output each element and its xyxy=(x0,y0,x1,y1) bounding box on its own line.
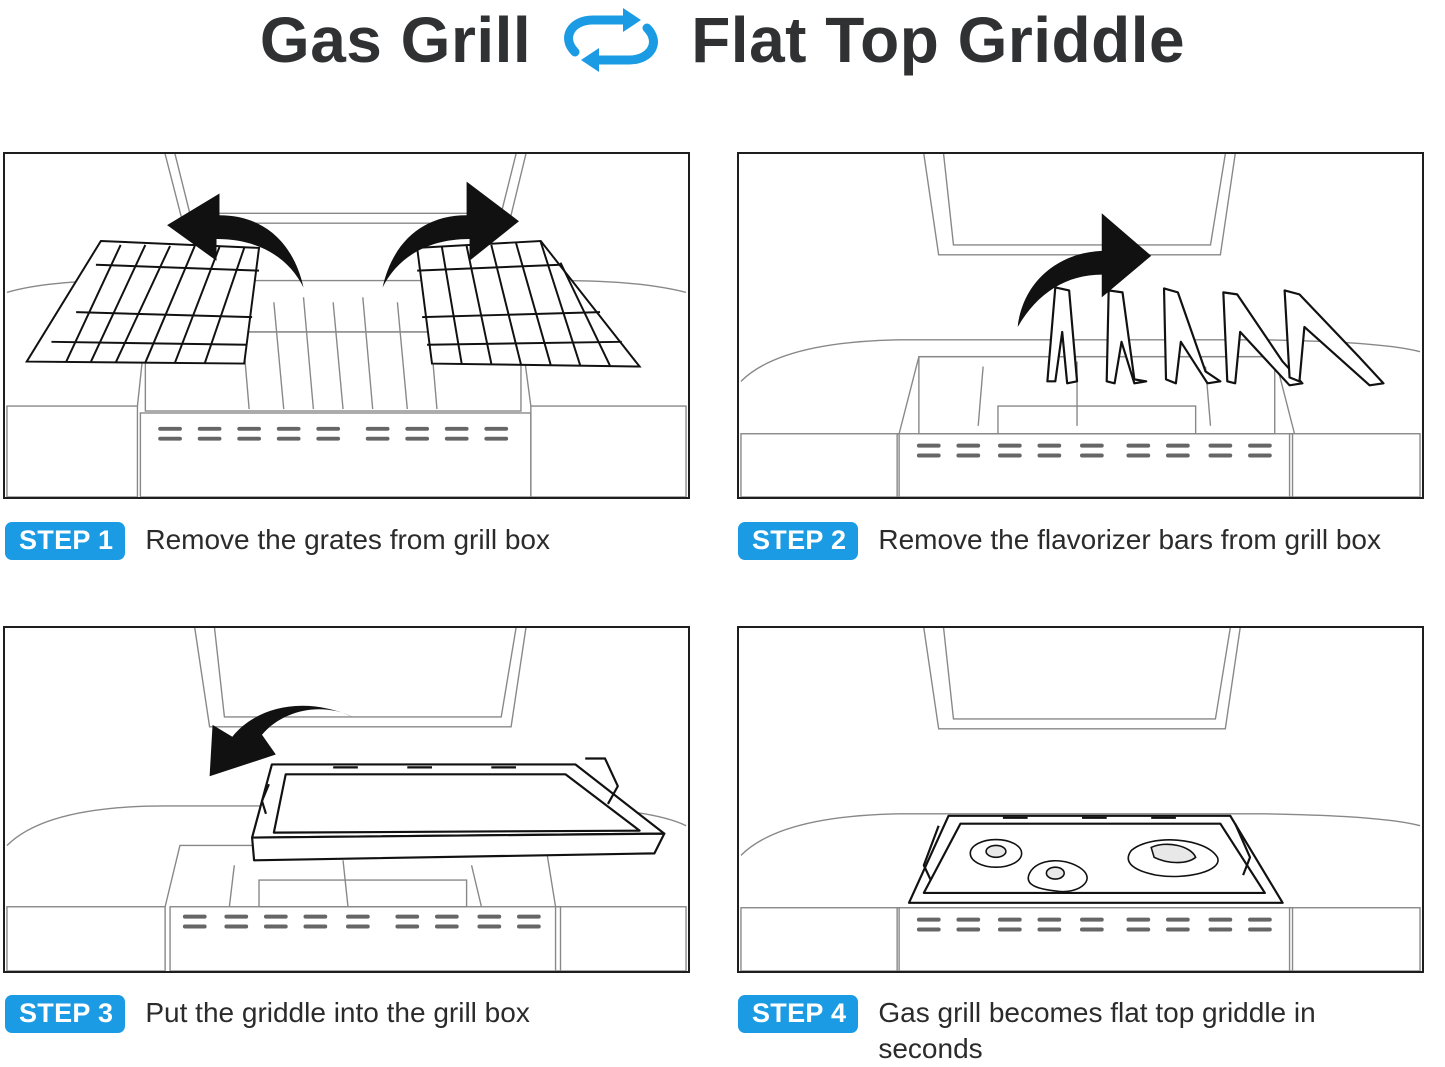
step-description: Remove the grates from grill box xyxy=(145,524,550,555)
griddle-cooking-icon xyxy=(740,628,1421,971)
step-2-caption: STEP 2 Remove the flavorizer bars from g… xyxy=(738,522,1443,560)
grates-removal-icon xyxy=(6,154,687,497)
step-badge: STEP 2 xyxy=(738,522,859,560)
step-badge: STEP 3 xyxy=(5,995,126,1033)
step-description: Gas grill becomes flat top griddle in se… xyxy=(878,997,1316,1064)
swap-arrows-icon xyxy=(564,8,658,72)
step-description: Put the griddle into the grill box xyxy=(145,997,530,1028)
step-4-caption: STEP 4 Gas grill becomes flat top griddl… xyxy=(738,995,1418,1067)
step-1-illustration xyxy=(3,152,690,499)
griddle-insert-icon xyxy=(6,628,687,971)
step-badge: STEP 1 xyxy=(5,522,126,560)
step-1-caption: STEP 1 Remove the grates from grill box xyxy=(5,522,695,560)
title-gas-grill: Gas Grill xyxy=(259,4,532,76)
step-4-illustration xyxy=(737,626,1424,973)
title-flat-top-griddle: Flat Top Griddle xyxy=(691,4,1186,76)
flavorizer-bars-removal-icon xyxy=(740,154,1421,497)
step-2-illustration xyxy=(737,152,1424,499)
page-title: Gas Grill Flat Top Griddle xyxy=(0,0,1445,80)
step-3-illustration xyxy=(3,626,690,973)
step-badge: STEP 4 xyxy=(738,995,859,1033)
step-description: Remove the flavorizer bars from grill bo… xyxy=(878,524,1381,555)
step-3-caption: STEP 3 Put the griddle into the grill bo… xyxy=(5,995,695,1033)
